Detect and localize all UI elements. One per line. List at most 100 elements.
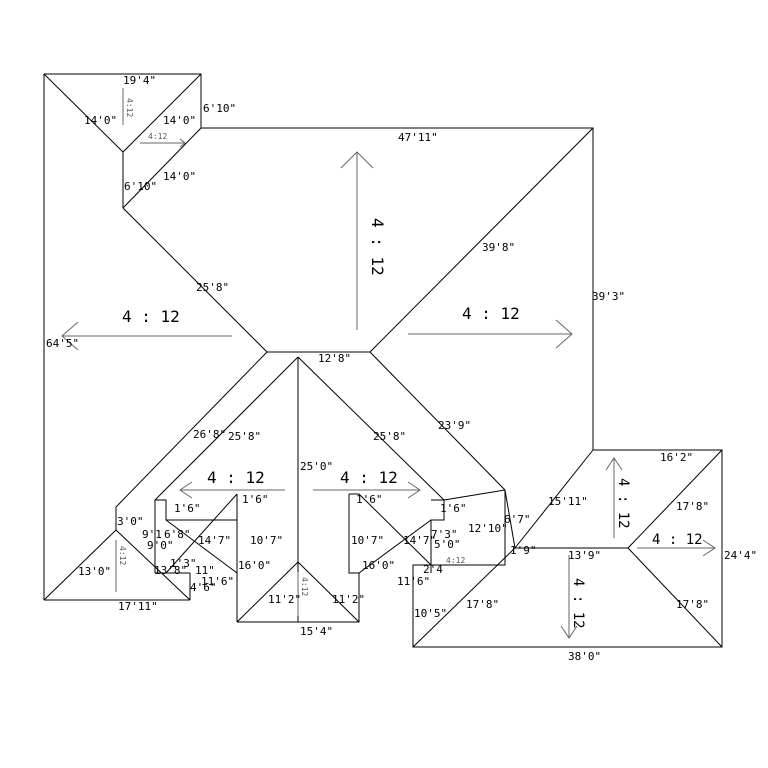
pitch-label: 4 : 12 xyxy=(570,578,586,629)
dimension-label: 13'9" xyxy=(568,549,601,562)
right-bay-outline xyxy=(348,494,359,574)
hip-line xyxy=(297,356,445,501)
dimension-label: 14'7" xyxy=(198,534,231,547)
dimension-label: 14'7" xyxy=(403,534,436,547)
dimension-label: 14'0" xyxy=(163,170,196,183)
dimension-label: 6'8" xyxy=(164,528,191,541)
dimension-label: 23'9" xyxy=(438,419,471,432)
dimension-label: 64'5" xyxy=(46,337,79,350)
dimension-label: 1'6" xyxy=(174,502,201,515)
pitch-label-small: 4:12 xyxy=(125,98,134,117)
dimension-label: 16'0" xyxy=(362,559,395,572)
slope-arrows xyxy=(61,88,716,639)
dimension-label: 10'7" xyxy=(250,534,283,547)
dimension-label: 6'10" xyxy=(203,102,236,115)
dimension-label: 7'3" xyxy=(431,528,458,541)
arrowhead xyxy=(179,481,193,499)
right-wing-valley xyxy=(443,489,506,501)
pitch-label-small: 4:12 xyxy=(300,577,309,596)
dimension-label: 17'11" xyxy=(118,600,158,613)
dimension-labels: 19'4" 14'0" 14'0" 6'10" 14'0" 6'10" 47'1… xyxy=(46,74,757,663)
dimension-label: 13'0" xyxy=(78,565,111,578)
dimension-label: 1'6" xyxy=(356,493,383,506)
dimension-label: 1'3" xyxy=(170,557,197,570)
pitch-label: 4 : 12 xyxy=(368,218,387,276)
dimension-label: 17'8" xyxy=(466,598,499,611)
right-bay-hip xyxy=(358,493,432,566)
dimension-label: 25'8" xyxy=(373,430,406,443)
right-bay-edge xyxy=(430,499,445,573)
pitch-label-small: 4:12 xyxy=(148,132,167,141)
arrowhead xyxy=(702,539,716,557)
dimension-label: 3'0" xyxy=(117,515,144,528)
dimension-label: 10'5" xyxy=(414,607,447,620)
hip-line xyxy=(122,73,202,153)
right-wing-hip xyxy=(412,547,516,648)
dimension-label: 10'7" xyxy=(351,534,384,547)
hip-line xyxy=(122,207,268,353)
hip-line xyxy=(369,127,594,353)
hip-line xyxy=(369,351,506,491)
dimension-label: 6'7" xyxy=(504,513,531,526)
hip-line xyxy=(154,356,299,501)
dimension-label: 38'0" xyxy=(568,650,601,663)
pitch-label: 4 : 12 xyxy=(207,468,265,487)
dimension-label: 12'10" xyxy=(468,522,508,535)
pitch-labels: 4 : 12 4 : 12 4 : 12 4 : 12 4 : 12 4 : 1… xyxy=(118,98,703,629)
dimension-label: 16'0" xyxy=(238,559,271,572)
pitch-label: 4 : 12 xyxy=(652,532,703,548)
dimension-label: 4'6" xyxy=(190,581,217,594)
pitch-label-small: 4:12 xyxy=(118,546,127,565)
dimension-label: 14'0" xyxy=(163,114,196,127)
arrowhead xyxy=(61,321,79,351)
dimension-label: 11'6" xyxy=(201,575,234,588)
arrowhead xyxy=(340,151,374,169)
dimension-label: 11'2" xyxy=(332,593,365,606)
dimension-label: 1'6" xyxy=(440,502,467,515)
arrowhead xyxy=(560,625,578,639)
dimension-label: 12'8" xyxy=(318,352,351,365)
dimension-label: 47'11" xyxy=(398,131,438,144)
dimension-label: 25'0" xyxy=(300,460,333,473)
dimension-label: 5'0" xyxy=(434,538,461,551)
right-wing-hip xyxy=(627,547,723,648)
dimension-label: 26'8" xyxy=(193,428,226,441)
pitch-label-small: 4:12 xyxy=(446,556,465,565)
dimension-label: 39'3" xyxy=(592,290,625,303)
dimension-label: 17'8" xyxy=(676,598,709,611)
left-bay-hip xyxy=(165,493,238,574)
arrowhead xyxy=(605,457,623,471)
dimension-label: 24'4" xyxy=(724,549,757,562)
left-wing-hip xyxy=(115,529,191,601)
dimension-label: 9'0" xyxy=(147,539,174,552)
valley-line xyxy=(122,127,202,209)
dimension-label: 16'2" xyxy=(660,451,693,464)
roof-outline xyxy=(43,73,723,648)
dimension-label: 25'8" xyxy=(196,281,229,294)
dimension-label: 1'9" xyxy=(510,544,537,557)
bottom-dormer-hip xyxy=(236,561,299,623)
pitch-label: 4 : 12 xyxy=(340,468,398,487)
right-wing-valley xyxy=(514,449,594,549)
dimension-label: 2'4 xyxy=(423,563,443,576)
dimension-label: 15'4" xyxy=(300,625,333,638)
right-wing-valley xyxy=(504,489,516,549)
arrowhead xyxy=(407,481,421,499)
dimension-label: 11'6" xyxy=(397,575,430,588)
dimension-label: 13'8" xyxy=(154,564,187,577)
pitch-label: 4 : 12 xyxy=(122,307,180,326)
dimension-label: 1'6" xyxy=(242,493,269,506)
dimension-label: 25'8" xyxy=(228,430,261,443)
bottom-dormer-hip xyxy=(297,561,360,623)
dimension-label: 15'11" xyxy=(548,495,588,508)
hip-line xyxy=(43,73,124,153)
arrowhead xyxy=(555,319,573,349)
dimension-label: 11'2" xyxy=(268,593,301,606)
dimension-label: 6'10" xyxy=(124,180,157,193)
pitch-label: 4 : 12 xyxy=(462,304,520,323)
left-wing-hip xyxy=(43,529,117,601)
arrowhead xyxy=(179,138,186,148)
hip-line xyxy=(115,351,268,508)
